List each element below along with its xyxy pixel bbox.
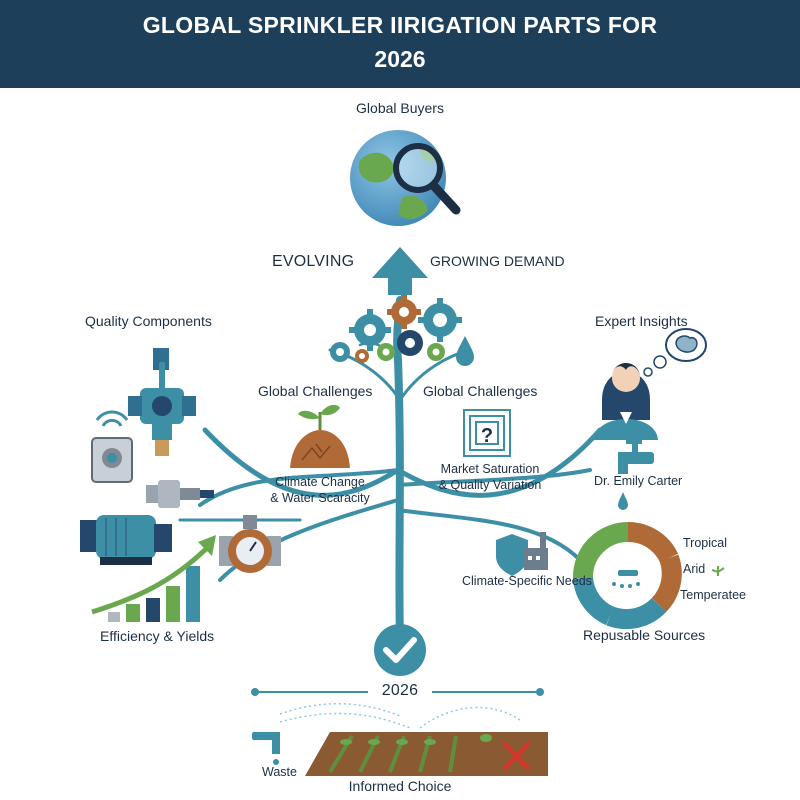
timeline-line: [251, 688, 544, 696]
magnifier-globe-icon: [350, 130, 461, 226]
sprinkler-dots-icon: [612, 570, 640, 588]
climate-ring-icon: [573, 521, 682, 630]
year-label: 2026: [381, 682, 419, 699]
maze-question-icon: [463, 409, 511, 457]
water-drop-icon: [456, 336, 474, 366]
brain-thought-icon: [643, 328, 707, 377]
wifi-controller-icon: [91, 410, 133, 483]
page-title: GLOBAL SPRINKLER IIRIGATION PARTS FOR: [142, 12, 658, 38]
informed-choice-label: Informed Choice: [348, 778, 452, 794]
sprout-soil-icon: [290, 404, 350, 468]
climate-change-label: Climate Change: [275, 475, 365, 489]
evolving-label: EVOLVING: [272, 253, 355, 270]
waste-label: Waste: [262, 765, 297, 779]
valve-icon: [128, 348, 196, 456]
climate-needs-label: Climate-Specific Needs: [462, 574, 592, 588]
efficiency-yields-label: Efficiency & Yields: [100, 628, 215, 644]
global-buyers-label: Global Buyers: [356, 100, 444, 116]
gears-icon: [330, 295, 462, 363]
water-scarcity-label: & Water Scaracity: [270, 491, 370, 505]
quality-variation-label: & Quality Variation: [438, 478, 542, 492]
global-challenges-right-label: Global Challenges: [423, 383, 538, 399]
global-challenges-left-label: Global Challenges: [258, 383, 373, 399]
tropical-label: Tropical: [683, 536, 727, 550]
market-saturation-label: Market Saturation: [440, 462, 540, 476]
page-title-year: 2026: [374, 46, 426, 72]
pipe-fitting-icon: [146, 480, 214, 508]
shield-factory-icon: [496, 532, 548, 576]
expert-name-label: Dr. Emily Carter: [594, 474, 683, 488]
expert-insights-label: Expert Insights: [595, 313, 688, 329]
up-arrow-icon: [372, 247, 428, 295]
checkmark-icon: [374, 624, 426, 676]
field-sprinkler-icon: [252, 703, 548, 776]
arid-label: Arid: [683, 562, 706, 576]
growing-demand-label: GROWING DEMAND: [430, 253, 565, 269]
pressure-gauge-icon: [219, 515, 281, 573]
pump-icon: [80, 515, 172, 565]
expert-avatar-icon: [594, 363, 658, 440]
sources-label: Repusable Sources: [583, 627, 706, 643]
faucet-icon: [618, 438, 654, 510]
temperate-label: Temperatee: [680, 588, 747, 602]
question-mark: ?: [481, 425, 493, 447]
arid-plant-icon: [711, 566, 725, 576]
growth-chart-icon: [91, 535, 216, 622]
quality-components-label: Quality Components: [85, 313, 212, 329]
header-banner: GLOBAL SPRINKLER IIRIGATION PARTS FOR 20…: [0, 0, 800, 88]
